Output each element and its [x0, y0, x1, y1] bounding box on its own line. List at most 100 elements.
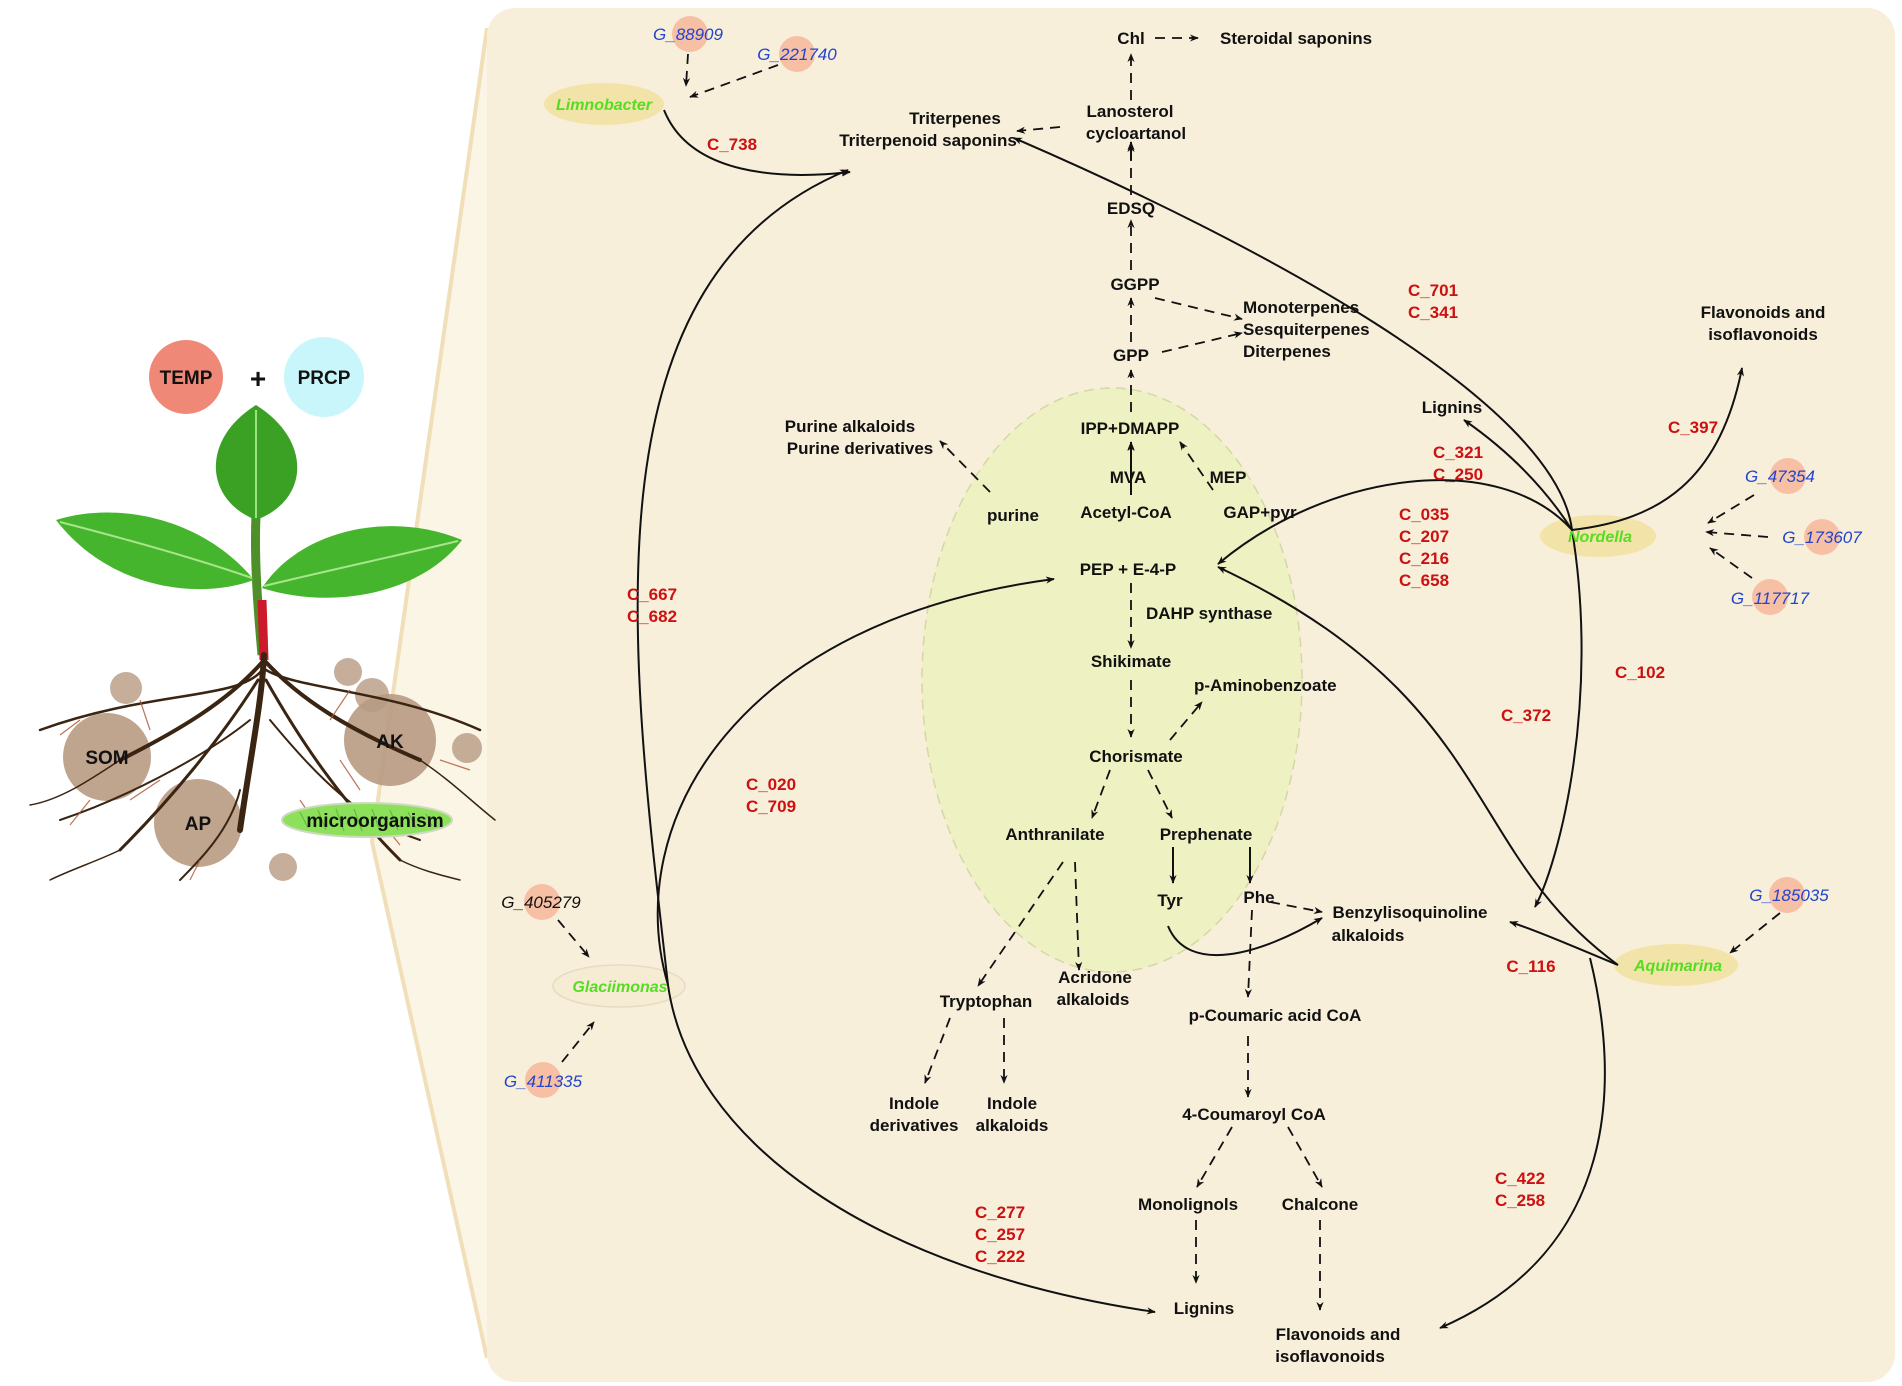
sesquiterpenes-label: Sesquiterpenes: [1243, 320, 1370, 339]
som-label: SOM: [85, 748, 128, 769]
gene-g173607-label: G_173607: [1782, 528, 1862, 547]
temp-label: TEMP: [160, 368, 213, 389]
glaciimonas-ellipse: [552, 964, 686, 1008]
ipp-dmapp-label: IPP+DMAPP: [1081, 419, 1180, 438]
triterpenoid-saponins-label: Triterpenoid saponins: [839, 131, 1017, 150]
code-c207: C_207: [1399, 527, 1449, 546]
lanosterol-label: Lanosterol: [1087, 102, 1174, 121]
gene-circles: [524, 16, 1840, 1098]
gene-circle-g405279: [524, 884, 560, 920]
metabolite-labels: Chl Steroidal saponins Lanosterol cycloa…: [785, 29, 1826, 1366]
code-c035: C_035: [1399, 505, 1449, 524]
gene-g405279-label: G_405279: [501, 893, 581, 912]
acridone-label: Acridone: [1058, 968, 1132, 987]
tyr-label: Tyr: [1157, 891, 1183, 910]
lignins-right-label: Lignins: [1422, 398, 1482, 417]
plant-illustration: TEMP PRCP +: [29, 337, 496, 881]
prcp-circle: [284, 337, 364, 417]
code-c422: C_422: [1495, 1169, 1545, 1188]
anthranilate-label: Anthranilate: [1005, 825, 1104, 844]
prephenate-label: Prephenate: [1160, 825, 1253, 844]
gene-circle-g411335: [525, 1062, 561, 1098]
code-c397: C_397: [1668, 418, 1718, 437]
mva-label: MVA: [1110, 468, 1147, 487]
aquimarina-ellipse: [1614, 944, 1738, 986]
right-leaf: [262, 526, 462, 598]
code-c020: C_020: [746, 775, 796, 794]
gene-circle-g117717: [1752, 579, 1788, 615]
ap-circle: [154, 779, 242, 867]
code-c372: C_372: [1501, 706, 1551, 725]
gene-circle-g88909: [672, 16, 708, 52]
code-c341: C_341: [1408, 303, 1458, 322]
code-c116: C_116: [1506, 957, 1555, 976]
genus-labels: Limnobacter Nordella Aquimarina Glaciimo…: [556, 97, 1722, 996]
gene-g117717-label: G_117717: [1731, 589, 1810, 608]
edsq-label: EDSQ: [1107, 199, 1155, 218]
code-c738: C_738: [707, 135, 757, 154]
code-c667: C_667: [627, 585, 677, 604]
acetyl-coa-label: Acetyl-CoA: [1080, 503, 1172, 522]
microorganism-label: microorganism: [306, 811, 443, 832]
code-c682: C_682: [627, 607, 677, 626]
p-coumaric-label: p-Coumaric acid CoA: [1189, 1006, 1362, 1025]
indole-derivatives-label-1: Indole: [889, 1094, 939, 1113]
gene-g411335-label: G_411335: [504, 1072, 583, 1091]
mep-label: MEP: [1210, 468, 1247, 487]
triterpenes-label: Triterpenes: [909, 109, 1001, 128]
steroidal-saponins-label: Steroidal saponins: [1220, 29, 1372, 48]
benzylisoquinoline-alkaloids-label: alkaloids: [1332, 926, 1405, 945]
gene-circle-g173607: [1804, 519, 1840, 555]
flavonoids-right-label-1: Flavonoids and: [1701, 303, 1826, 322]
code-c216: C_216: [1399, 549, 1449, 568]
phe-label: Phe: [1243, 888, 1274, 907]
chorismate-label: Chorismate: [1089, 747, 1183, 766]
ggpp-label: GGPP: [1110, 275, 1159, 294]
monoterpenes-label: Monoterpenes: [1243, 298, 1359, 317]
left-leaf: [56, 512, 254, 590]
tryptophan-label: Tryptophan: [940, 992, 1033, 1011]
coumaroyl-label: 4-Coumaroyl CoA: [1182, 1105, 1326, 1124]
microorganism-ellipse: [281, 802, 453, 838]
prcp-label: PRCP: [298, 368, 351, 389]
lignins-bottom-label: Lignins: [1174, 1299, 1234, 1318]
code-c222: C_222: [975, 1247, 1025, 1266]
flavonoids-bottom-label-2: isoflavonoids: [1275, 1347, 1385, 1366]
gene-g47354-label: G_47354: [1745, 467, 1815, 486]
benzylisoquinoline-label: Benzylisoquinoline: [1333, 903, 1488, 922]
acridone-alkaloids-label: alkaloids: [1057, 990, 1130, 1009]
code-c658: C_658: [1399, 571, 1449, 590]
pep-e4p-label: PEP + E-4-P: [1080, 560, 1177, 579]
indole-alkaloids-label-1: Indole: [987, 1094, 1037, 1113]
diterpenes-label: Diterpenes: [1243, 342, 1331, 361]
gene-g88909-label: G_88909: [653, 25, 723, 44]
monolignols-label: Monolignols: [1138, 1195, 1238, 1214]
temp-circle: [149, 340, 223, 414]
flavonoids-right-label-2: isoflavonoids: [1708, 325, 1818, 344]
chalcone-label: Chalcone: [1282, 1195, 1359, 1214]
code-c258: C_258: [1495, 1191, 1545, 1210]
gap-pyr-label: GAP+pyr: [1223, 503, 1297, 522]
flavonoids-bottom-label-1: Flavonoids and: [1276, 1325, 1401, 1344]
zoom-line-bottom: [370, 841, 489, 1359]
code-c102: C_102: [1615, 663, 1665, 682]
aquimarina-label: Aquimarina: [1633, 958, 1722, 975]
som-circle: [63, 713, 151, 801]
solid-arrows: [636, 109, 1744, 1329]
gene-g185035-label: G_185035: [1749, 886, 1829, 905]
glaciimonas-label: Glaciimonas: [572, 979, 667, 996]
dahp-synthase-label: DAHP synthase: [1146, 604, 1272, 623]
stem-base: [257, 599, 269, 661]
code-c277: C_277: [975, 1203, 1025, 1222]
code-c257: C_257: [975, 1225, 1025, 1244]
purine-derivatives-label: Purine derivatives: [787, 439, 933, 458]
purine-alkaloids-label: Purine alkaloids: [785, 417, 915, 436]
gpp-label: GPP: [1113, 346, 1149, 365]
ak-label: AK: [376, 732, 404, 753]
cycloartanol-label: cycloartanol: [1086, 124, 1186, 143]
ap-label: AP: [185, 814, 212, 835]
purine-label: purine: [987, 506, 1039, 525]
code-labels: C_738 C_701 C_341 C_397 C_321 C_250 C_03…: [627, 135, 1718, 1266]
gene-circle-g185035: [1769, 877, 1805, 913]
